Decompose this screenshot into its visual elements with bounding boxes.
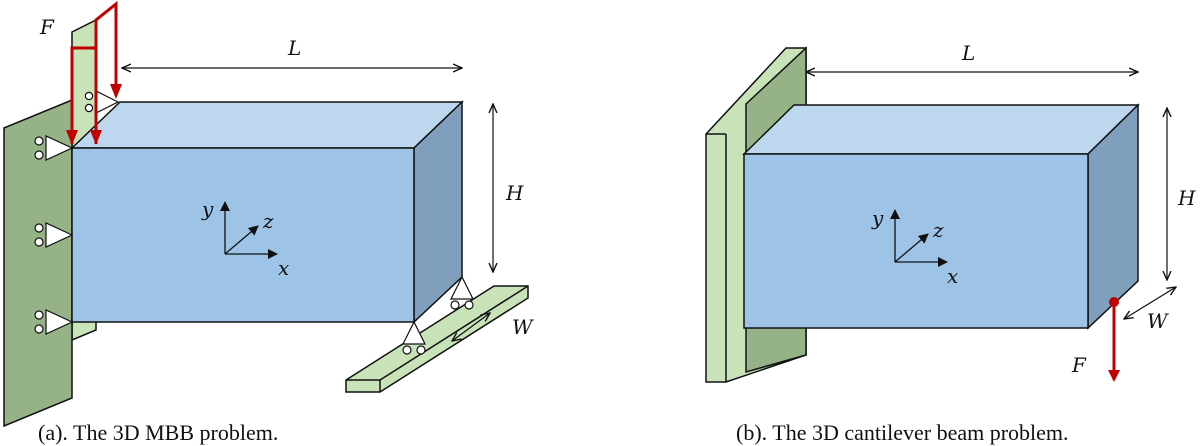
coordinate-axes-a: y z x (201, 197, 289, 280)
dimension-width-arrow-b (1124, 287, 1176, 319)
beam-top-face-b (742, 104, 1140, 155)
axis-y-label-b: y (871, 206, 884, 230)
panel-b-cantilever: L H W F y z x (b). The 3D cantilever bea… (705, 41, 1196, 445)
force-arrowheads-a (66, 84, 122, 145)
force-label-a: F (39, 15, 55, 39)
roller-support-left-mid-a (34, 222, 74, 248)
length-label-a: L (287, 36, 301, 60)
axis-x-label-a: x (278, 256, 289, 280)
beam-front-face-b (743, 153, 1089, 329)
dimension-width-arrow-a (452, 313, 490, 341)
beam-top-face-a (70, 101, 464, 149)
height-label-a: H (505, 181, 524, 205)
panel-a-mbb: F L H W y z x (a). The 3D MBB problem. (3, 0, 534, 445)
caption-b: (b). The 3D cantilever beam problem. (736, 420, 1069, 445)
caption-a: (a). The 3D MBB problem. (38, 420, 278, 445)
axis-z-label-a: z (262, 209, 274, 233)
width-label-b: W (1147, 309, 1169, 333)
force-arrows-a (70, 0, 118, 144)
force-label-b: F (1071, 353, 1087, 377)
roller-support-left-top-a (34, 135, 74, 161)
fixed-wall-face-a (3, 98, 73, 428)
roller-support-bottom-front-a (402, 320, 426, 355)
beam-front-face-a (71, 147, 415, 323)
length-label-b: L (961, 41, 975, 65)
axis-x-label-b: x (947, 264, 958, 288)
axis-z-label-b: z (932, 218, 944, 242)
roller-support-bottom-back-a (450, 275, 474, 310)
axis-y-label-a: y (201, 197, 214, 221)
width-label-a: W (512, 315, 534, 339)
height-label-b: H (1177, 186, 1196, 210)
roller-support-left-bottom-a (34, 309, 74, 335)
coordinate-axes-b: y z x (871, 206, 958, 288)
